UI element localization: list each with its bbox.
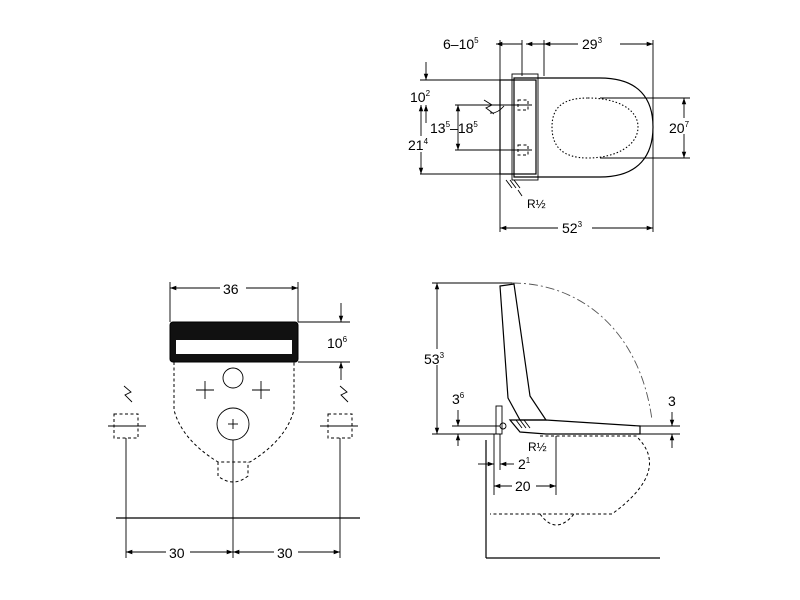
upper-connection-front xyxy=(222,367,244,389)
water-inlet-symbol-top xyxy=(505,179,523,197)
dim-52-3: 523 xyxy=(562,220,583,236)
side-view: R½ 533 36 3 21 20 xyxy=(420,282,680,559)
dim-10-2: 102 xyxy=(410,89,431,105)
top-view: R½ 6–105 293 102 135–185 214 207 xyxy=(404,34,699,236)
electrical-symbol-top xyxy=(483,99,505,115)
water-inlet-symbol-side xyxy=(515,419,531,429)
electrical-box-right xyxy=(320,385,358,439)
pipe-label-side: R½ xyxy=(528,440,547,454)
bowl-outline-side xyxy=(490,435,650,515)
dim-135-185: 135–185 xyxy=(430,120,478,136)
dim-6-105: 6–105 xyxy=(443,36,479,52)
bowl-opening-top xyxy=(551,97,639,159)
dim-3-6: 36 xyxy=(452,391,465,407)
dim-36: 36 xyxy=(223,281,239,297)
seat-outline-top xyxy=(513,77,654,178)
electrical-box-left xyxy=(108,385,146,439)
dim-30-left: 30 xyxy=(169,545,185,561)
lid-swing-arc xyxy=(511,282,653,421)
fix-marker-left xyxy=(196,381,214,399)
wall-unit-inner-top xyxy=(511,73,539,181)
fix-marker-right xyxy=(252,381,270,399)
lid-raised xyxy=(499,283,548,421)
dim-30-right: 30 xyxy=(277,545,293,561)
connection-marker-upper xyxy=(514,99,532,111)
dim-53-3: 533 xyxy=(424,351,445,367)
dim-3: 3 xyxy=(668,393,676,409)
wall-unit-top xyxy=(499,79,537,175)
dim-2-1: 21 xyxy=(518,456,531,472)
front-view: 36 106 30 30 xyxy=(108,279,360,561)
dim-20: 20 xyxy=(515,478,531,494)
dim-10-6: 106 xyxy=(327,335,348,351)
dim-21-4: 214 xyxy=(408,137,429,153)
dim-20-7: 207 xyxy=(669,120,690,136)
pipe-label-top: R½ xyxy=(527,197,546,211)
bowl-outline-front xyxy=(173,362,295,463)
connection-marker-lower xyxy=(514,144,532,156)
dim-29-3: 293 xyxy=(582,36,603,52)
